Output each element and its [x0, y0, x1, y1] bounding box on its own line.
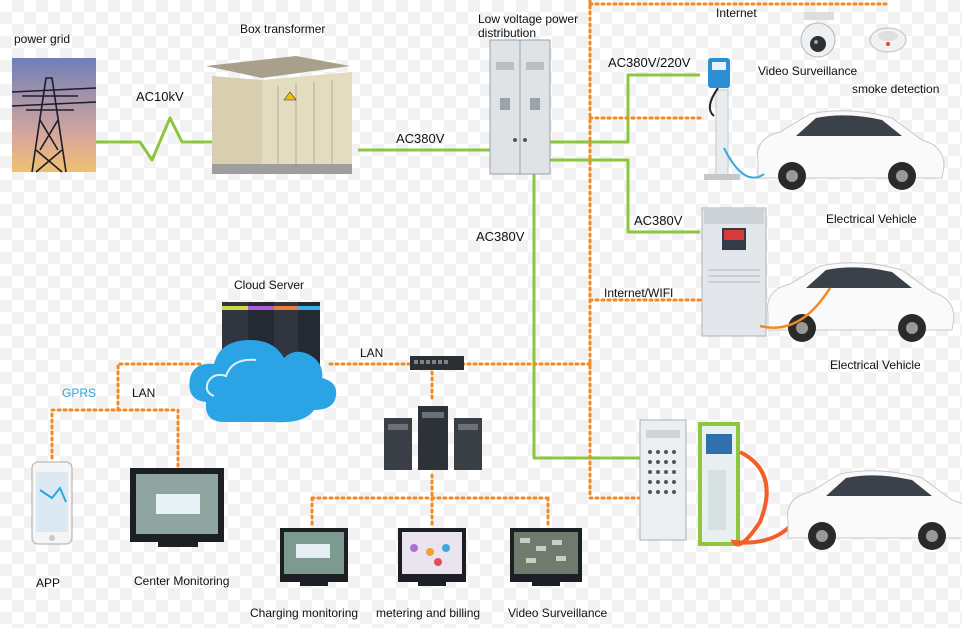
gprs-label: GPRS	[62, 386, 97, 400]
ac380v-220v-label: AC380V/220V	[608, 55, 691, 70]
lan-right-label: LAN	[360, 346, 384, 360]
ac380v-vertical-label: AC380V	[476, 229, 525, 244]
smoke-detection-label: smoke detection	[852, 82, 940, 96]
monitor-icon	[510, 528, 582, 586]
cloud-server-icon	[189, 302, 337, 423]
ev-2-label: Electrical Vehicle	[830, 358, 921, 372]
power-line-ac380v-vertical	[532, 174, 640, 460]
metering-billing-label: metering and billing	[376, 606, 481, 620]
distribution-cabinet-icon	[489, 39, 551, 175]
charging-monitoring-label: Charging monitoring	[250, 606, 359, 620]
network-switch-icon	[410, 356, 464, 370]
power-line-ac10kv	[96, 116, 212, 162]
smartphone-icon	[31, 461, 73, 545]
data-line-to-center	[116, 408, 180, 470]
low-voltage-label: Low voltage power distribution	[478, 12, 579, 40]
wall-charger-icon	[704, 58, 740, 180]
power-cabinet-icon	[639, 419, 687, 541]
green-charger-icon	[698, 422, 796, 547]
internet-wifi-label: Internet/WIFI	[604, 286, 674, 300]
power-line-to-wall-charger	[550, 73, 700, 144]
video-surveillance-top-label: Video Surveillance	[758, 64, 858, 78]
monitor-icon	[398, 528, 466, 586]
dc-charger-icon	[701, 207, 767, 337]
app-label: APP	[36, 576, 61, 590]
video-surveillance-bottom-label: Video Surveillance	[508, 606, 608, 620]
power-grid-label: power grid	[14, 32, 71, 46]
lan-left-label: LAN	[132, 386, 156, 400]
internet-label: Internet	[716, 6, 757, 20]
security-camera-icon	[800, 12, 836, 58]
server-tower-icon	[384, 406, 482, 470]
ev-car-icon	[759, 262, 955, 342]
monitor-icon	[130, 468, 224, 547]
ev-car-icon	[723, 110, 945, 190]
box-transformer-label: Box transformer	[240, 22, 326, 36]
cloud-server-label: Cloud Server	[234, 278, 305, 292]
monitor-icon	[280, 528, 348, 586]
center-monitoring-label: Center Monitoring	[134, 574, 230, 588]
power-line-to-dc-charger	[550, 158, 700, 234]
ev-car-icon	[786, 470, 962, 550]
transmission-tower-icon	[11, 58, 97, 173]
ac380v-charger-label: AC380V	[634, 213, 683, 228]
data-line-internet-top	[588, 0, 642, 500]
ac10kv-label: AC10kV	[136, 89, 184, 104]
box-transformer-icon	[206, 56, 352, 174]
ev-1-label: Electrical Vehicle	[826, 212, 917, 226]
ac380v-main-label: AC380V	[396, 131, 445, 146]
smoke-detector-icon	[869, 27, 907, 53]
